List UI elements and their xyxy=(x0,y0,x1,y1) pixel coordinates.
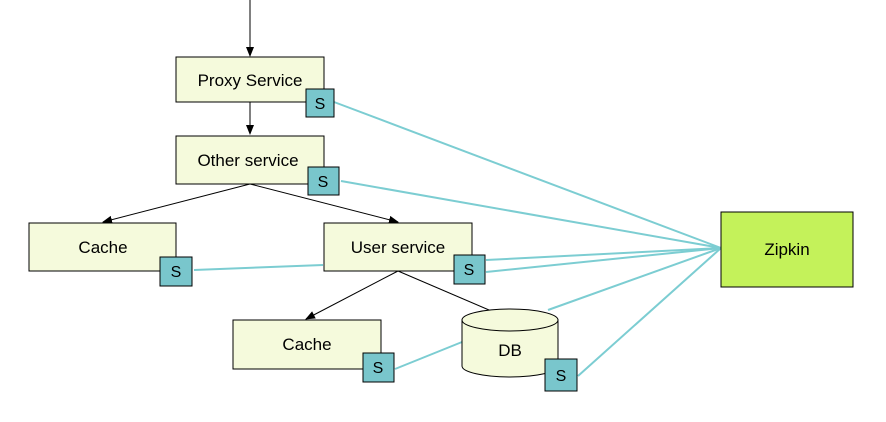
trace-line-user-1 xyxy=(485,247,722,261)
span-marker-proxy-label: S xyxy=(315,96,326,113)
trace-line-db xyxy=(547,247,722,311)
span-marker-db-label: S xyxy=(556,368,567,385)
span-marker-other-label: S xyxy=(318,174,329,191)
user-service-label: User service xyxy=(351,238,445,257)
proxy-service-label: Proxy Service xyxy=(198,71,303,90)
trace-line-proxy xyxy=(333,101,722,249)
span-marker-proxy: S xyxy=(305,88,335,118)
span-marker-cache-left: S xyxy=(159,256,193,287)
db-label: DB xyxy=(498,341,522,360)
span-marker-cache-bottom: S xyxy=(362,352,395,383)
cache-bottom-label: Cache xyxy=(282,335,331,354)
trace-line-cache-left xyxy=(193,264,324,271)
edge-user-to-cache xyxy=(305,270,399,320)
span-marker-other: S xyxy=(307,166,340,196)
node-cache-bottom: Cache S xyxy=(232,319,395,383)
span-marker-cache-left-label: S xyxy=(171,264,182,281)
edge-other-to-user xyxy=(249,183,399,224)
trace-line-cache-bottom xyxy=(394,341,463,370)
span-marker-db: S xyxy=(544,358,578,392)
span-marker-user-label: S xyxy=(464,262,475,279)
span-marker-cache-bottom-label: S xyxy=(373,360,384,377)
cache-left-label: Cache xyxy=(78,238,127,257)
node-user-service: User service S xyxy=(323,222,486,285)
trace-line-user-2 xyxy=(485,247,722,273)
node-zipkin: Zipkin xyxy=(720,211,854,288)
other-service-label: Other service xyxy=(197,151,298,170)
span-marker-user: S xyxy=(453,254,486,285)
node-db: DB S xyxy=(461,308,578,392)
trace-line-other xyxy=(340,180,722,249)
node-cache-left: Cache S xyxy=(28,222,193,287)
zipkin-label: Zipkin xyxy=(764,240,809,259)
trace-lines xyxy=(193,101,722,377)
edge-other-to-cache xyxy=(102,183,251,224)
node-proxy-service: Proxy Service S xyxy=(175,56,335,118)
trace-line-db-s xyxy=(577,247,722,377)
node-other-service: Other service S xyxy=(175,135,340,196)
